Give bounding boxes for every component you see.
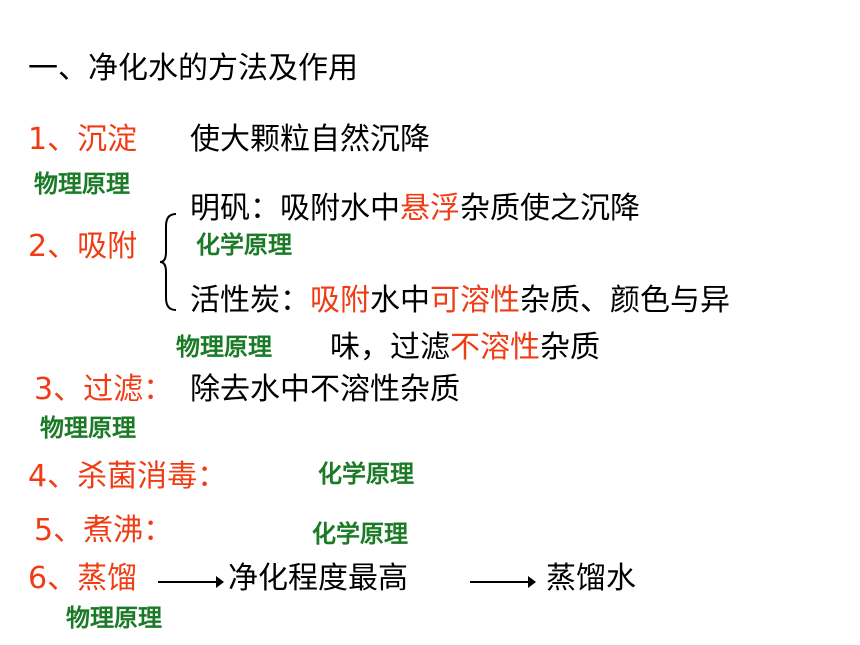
- item-carbon-principle: 物理原理: [176, 333, 272, 361]
- item-disinfect-label: 4、杀菌消毒：: [28, 459, 228, 494]
- item-filter-label: 3、过滤：: [34, 372, 174, 407]
- item-adsorb-label: 2、吸附: [28, 229, 138, 264]
- item-settle-desc: 使大颗粒自然沉降: [190, 122, 430, 157]
- item-settle-principle: 物理原理: [34, 170, 130, 198]
- arrow-icon: [158, 576, 224, 588]
- item-carbon-mid2: 杂质、颜色与异: [520, 283, 730, 318]
- item-filter-principle: 物理原理: [40, 414, 136, 442]
- item-carbon-line2: 味，过滤不溶性杂质: [330, 333, 600, 363]
- item-carbon-mid1: 水中: [370, 283, 430, 318]
- item-alum-prefix: 明矾：吸附水中: [190, 191, 400, 226]
- arrow-icon: [470, 576, 536, 588]
- item-boil-label: 5、煮沸：: [34, 513, 174, 548]
- item-settle-label: 1、沉淀: [28, 122, 138, 157]
- brace-icon: [159, 213, 177, 311]
- item-distill-principle: 物理原理: [66, 604, 162, 632]
- item-filter-desc: 除去水中不溶性杂质: [190, 372, 460, 407]
- item-distill-label: 6、蒸馏: [28, 561, 138, 596]
- slide-title: 一、净化水的方法及作用: [28, 51, 358, 86]
- item-carbon-line2-prefix: 味，过滤: [330, 330, 450, 365]
- item-alum-suffix: 杂质使之沉降: [460, 191, 640, 226]
- item-distill-mid: 净化程度最高: [228, 561, 408, 596]
- item-carbon-prefix: 活性炭：: [190, 283, 310, 318]
- item-distill-result: 蒸馏水: [546, 561, 636, 596]
- item-carbon-highlight1: 吸附: [310, 283, 370, 318]
- item-disinfect-principle: 化学原理: [318, 460, 414, 488]
- item-carbon-highlight3: 不溶性: [450, 330, 540, 365]
- item-carbon-line2-suffix: 杂质: [540, 330, 600, 365]
- item-alum-highlight: 悬浮: [400, 191, 460, 226]
- item-boil-principle: 化学原理: [312, 520, 408, 548]
- item-alum-principle: 化学原理: [196, 231, 292, 259]
- item-alum-line: 明矾：吸附水中悬浮杂质使之沉降: [190, 194, 640, 224]
- item-carbon-line1: 活性炭：吸附水中可溶性杂质、颜色与异: [190, 286, 730, 316]
- item-carbon-highlight2: 可溶性: [430, 283, 520, 318]
